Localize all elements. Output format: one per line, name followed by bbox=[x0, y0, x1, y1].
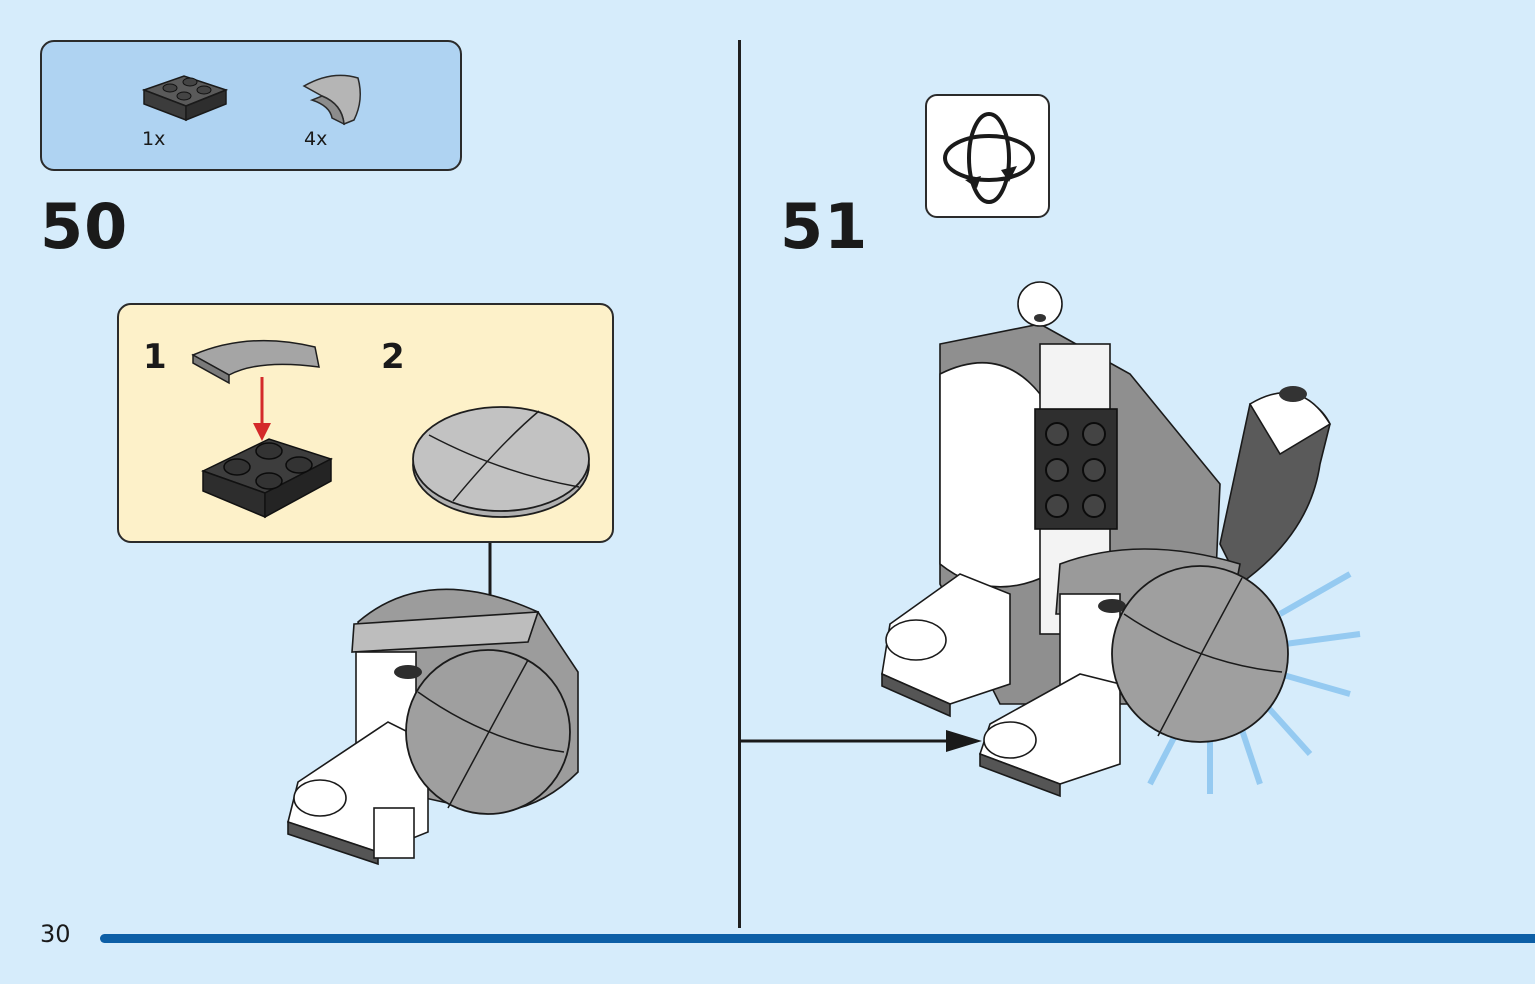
step-number-51: 51 bbox=[780, 190, 869, 263]
part-count-plate: 1x bbox=[142, 128, 166, 150]
substep-box: 1 2 bbox=[117, 303, 614, 543]
step-divider bbox=[738, 40, 741, 928]
stud-plate bbox=[1034, 408, 1118, 530]
rotate-model-icon bbox=[925, 94, 1050, 218]
step-50-model-illustration bbox=[287, 588, 579, 866]
plate-2x2-dark-gray-icon bbox=[141, 75, 229, 122]
step-51-model-illustration bbox=[881, 281, 1361, 798]
round-tile-assembly-illustration bbox=[412, 406, 590, 518]
curved-tile-light-gray-icon bbox=[302, 74, 361, 126]
rotate-arrows-icon bbox=[943, 112, 1035, 204]
part-count-tile: 4x bbox=[304, 128, 328, 150]
substep-number-2: 2 bbox=[381, 337, 405, 377]
footer-bar bbox=[100, 934, 1535, 943]
substep-number-1: 1 bbox=[143, 337, 167, 377]
step-number-50: 50 bbox=[40, 190, 129, 263]
connector-arrow-step-51 bbox=[740, 730, 982, 752]
page-number: 30 bbox=[40, 920, 71, 948]
parts-list-box: 1x 4x bbox=[40, 40, 462, 171]
curved-tile-attach-illustration bbox=[191, 339, 333, 519]
